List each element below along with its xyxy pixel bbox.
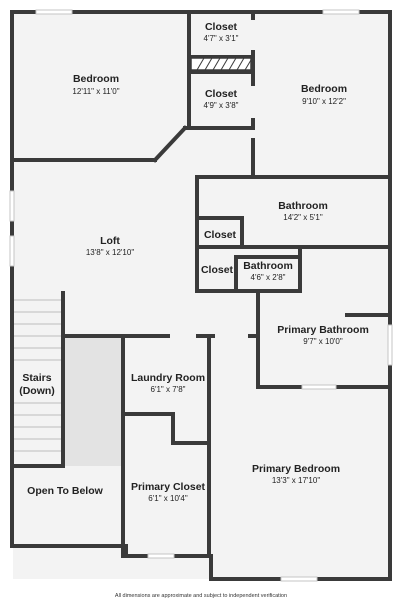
bathroom-small-dims: 4'6" x 2'8" [251,273,286,282]
stairs-label: Stairs [22,372,51,384]
interior-walls [10,10,392,558]
disclaimer-text: All dimensions are approximate and subje… [115,593,287,599]
open-to-below-label: Open To Below [27,485,103,497]
primary-closet-dims: 6'1" x 10'4" [148,494,188,503]
loft-name: Loft [100,235,120,247]
closet-small-1-name: Closet [204,229,237,241]
loft-dims: 13'8" x 12'10" [86,248,134,257]
bedroom-left-dims: 12'11" x 11'0" [72,87,119,96]
primary-bedroom-name: Primary Bedroom [252,463,340,475]
closet-top-dims: 4'7" x 3'1" [204,34,239,43]
bedroom-right-dims: 9'10" x 12'2" [302,97,346,106]
primary-bedroom-dims: 13'3" x 17'10" [272,476,320,485]
floor-area [13,12,389,579]
primary-closet-name: Primary Closet [131,481,206,493]
bedroom-left-name: Bedroom [73,73,119,85]
closet-small-2-name: Closet [201,264,234,276]
open-to-below-area [63,338,123,466]
laundry-name: Laundry Room [131,372,205,384]
stairs-treads [14,299,62,452]
bathroom-small-name: Bathroom [243,260,293,272]
laundry-dims: 6'1" x 7'8" [151,385,186,394]
closet-mid-name: Closet [205,88,238,100]
bathroom-upper-name: Bathroom [278,200,328,212]
bathroom-upper-dims: 14'2" x 5'1" [283,213,323,222]
closet-mid-dims: 4'9" x 3'8" [204,101,239,110]
primary-bathroom-name: Primary Bathroom [277,324,369,336]
closet-top-name: Closet [205,21,238,33]
stairs-direction: (Down) [19,385,55,397]
windows [9,9,393,582]
primary-bathroom-dims: 9'7" x 10'0" [303,337,343,346]
closet-shelf [190,57,252,71]
bedroom-right-name: Bedroom [301,83,347,95]
